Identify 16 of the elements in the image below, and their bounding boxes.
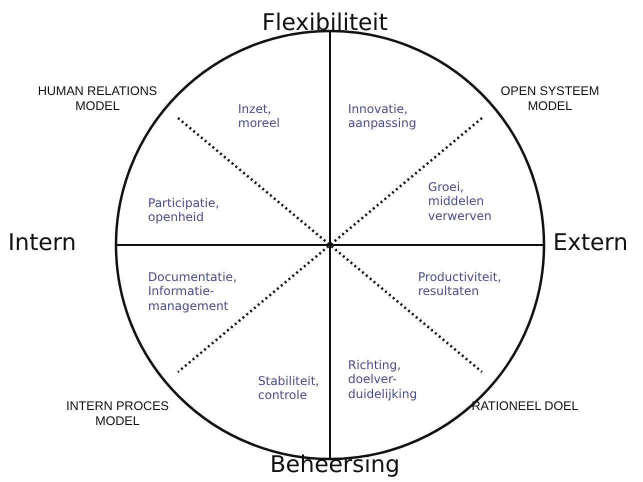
value-text: Groei, middelen verwerven	[428, 180, 493, 224]
value-text: Innovatie, aanpassing	[348, 102, 418, 131]
axis-label: Beheersing	[270, 452, 400, 480]
quadrant-label: INTERN PROCES MODEL	[65, 399, 170, 429]
axis-label: Extern	[553, 230, 628, 258]
value-text: Richting, doelver-duidelijking	[348, 358, 418, 402]
value-text: Documentatie, Informatie-management	[148, 270, 238, 314]
value-text: Participatie, openheid	[148, 196, 220, 225]
value-text: Inzet, moreel	[238, 102, 281, 131]
value-text: Stabiliteit, controle	[258, 374, 320, 403]
quadrant-label: HUMAN RELATIONS MODEL	[36, 84, 158, 114]
axis-label: Intern	[8, 230, 76, 258]
quadrant-label: RATIONEEL DOEL	[470, 399, 580, 414]
axis-label: Flexibiliteit	[262, 10, 388, 38]
value-text: Productiviteit, resultaten	[418, 270, 502, 299]
quadrant-label: OPEN SYSTEEM MODEL	[500, 84, 600, 114]
